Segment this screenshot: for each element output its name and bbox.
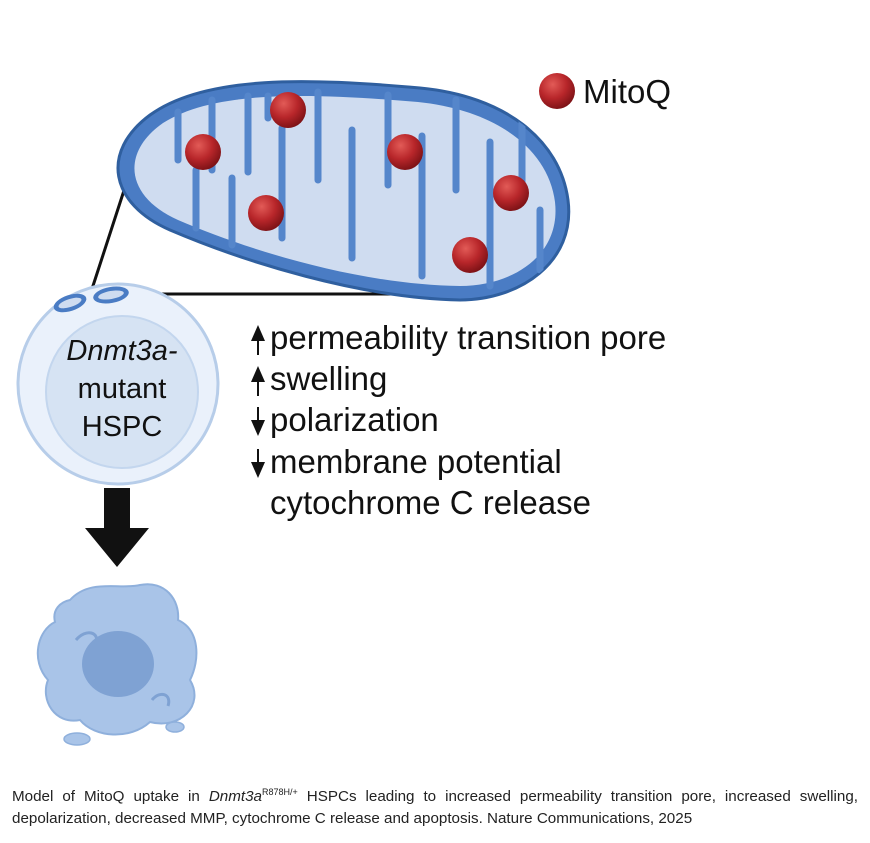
figure-caption: Model of MitoQ uptake in Dnmt3aR878H/+ H…: [12, 786, 858, 830]
mitoq-legend-marker: [539, 73, 575, 109]
mitochondrion-illustration: [116, 80, 571, 302]
down-arrow-icon: [251, 407, 265, 436]
mitoq-particle: [185, 134, 221, 170]
up-arrow-icon: [251, 325, 265, 355]
apoptotic-body: [165, 721, 185, 733]
mitochondrion-inner-space: [134, 95, 556, 286]
apoptosis-arrow: [85, 488, 149, 567]
mitoq-particles: [185, 92, 529, 273]
mitoq-particle: [387, 134, 423, 170]
mitoq-particle: [270, 92, 306, 128]
mitoq-particle: [452, 237, 488, 273]
caption-superscript: R878H/+: [262, 787, 298, 797]
small-mitochondrion-icon: [93, 286, 129, 304]
legend: MitoQ: [539, 73, 671, 110]
small-mitochondrion-icon: [53, 293, 87, 313]
effect-item: membrane potential: [270, 443, 562, 480]
cell-gene-label: Dnmt3a-: [66, 335, 177, 367]
caption-text-part2: HSPCs leading to increased permeability …: [12, 788, 859, 827]
hspc-cell: Dnmt3a- mutant HSPC: [16, 282, 220, 486]
effect-item: swelling: [270, 360, 387, 397]
cell-type-label-line1: mutant: [78, 373, 167, 405]
mitoq-legend-label: MitoQ: [583, 73, 671, 110]
apoptotic-cell: [36, 583, 198, 746]
mitoq-particle: [248, 195, 284, 231]
apoptotic-cell-organelle: [150, 692, 171, 707]
effect-item: polarization: [270, 401, 439, 438]
caption-gene-name: Dnmt3a: [208, 788, 262, 805]
caption-text-part1: Model of MitoQ uptake in: [12, 788, 209, 805]
effects-list: permeability transition pore swelling po…: [251, 319, 666, 521]
apoptotic-cell-nucleus: [82, 631, 154, 697]
effect-item: permeability transition pore: [270, 319, 666, 356]
mitoq-particle: [493, 175, 529, 211]
apoptotic-body: [63, 732, 91, 746]
apoptotic-cell-organelle: [74, 631, 99, 645]
down-arrow-icon: [251, 449, 265, 478]
cell-type-label-line2: HSPC: [82, 411, 163, 443]
effect-item: cytochrome C release: [270, 484, 591, 521]
up-arrow-icon: [251, 366, 265, 396]
hspc-cell-nucleus: [45, 315, 199, 469]
